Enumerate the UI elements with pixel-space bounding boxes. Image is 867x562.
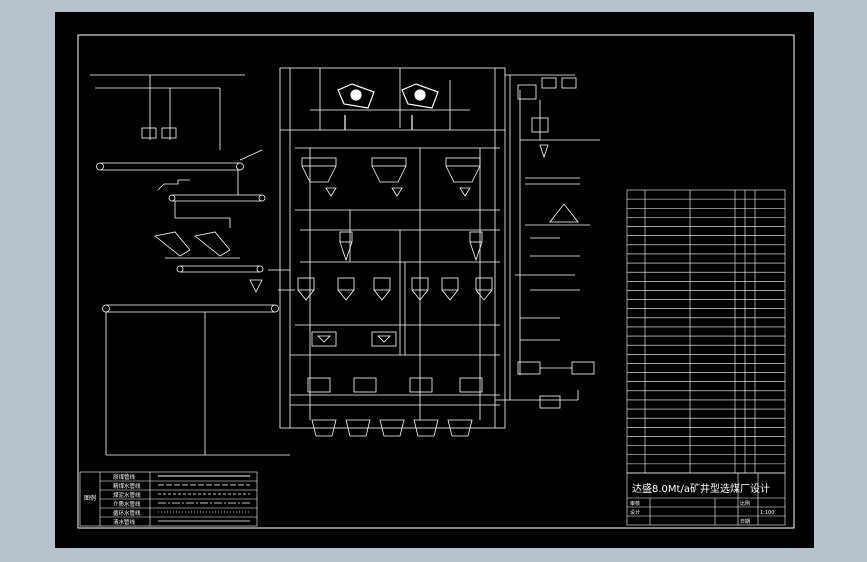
drawing-sheet bbox=[55, 12, 814, 548]
tank bbox=[517, 84, 537, 100]
tb-label-scale: 比例 bbox=[740, 500, 750, 507]
cone bbox=[539, 144, 549, 159]
tank bbox=[561, 77, 577, 89]
tb-label-review: 审核 bbox=[630, 500, 640, 507]
crusher-symbol bbox=[157, 179, 190, 191]
legend-item: 精煤水管线 bbox=[113, 482, 141, 490]
cone bbox=[249, 279, 263, 293]
legend-item: 循环水管线 bbox=[113, 509, 141, 517]
flotation-cell bbox=[297, 277, 493, 301]
hopper bbox=[161, 127, 177, 139]
tank bbox=[541, 77, 557, 89]
hopper bbox=[141, 127, 157, 139]
belt-conveyor bbox=[176, 265, 264, 273]
slime-water-section bbox=[495, 74, 600, 409]
belt-conveyor bbox=[168, 194, 266, 202]
legend: 图例 原煤管线 精煤水管线 煤泥水管线 介质水管线 循环水管线 清水管线 bbox=[79, 471, 258, 527]
drawing-title: 达盛8.0Mt/a矿井型选煤厂设计 bbox=[632, 482, 770, 495]
legend-item: 介质水管线 bbox=[113, 500, 141, 508]
process-section bbox=[279, 67, 506, 437]
clear-water-tank bbox=[539, 395, 561, 409]
raw-coal-section bbox=[90, 74, 295, 456]
dense-medium-cyclone bbox=[337, 83, 439, 130]
legend-side-label: 图例 bbox=[84, 494, 96, 502]
pump-sump bbox=[311, 419, 473, 437]
thickener bbox=[549, 203, 579, 223]
belt-conveyor bbox=[96, 162, 244, 171]
title-block: 达盛8.0Mt/a矿井型选煤厂设计 审核 设计 比例 1:100 日期 bbox=[626, 472, 786, 526]
legend-item: 煤泥水管线 bbox=[113, 491, 141, 499]
medium-sump bbox=[307, 377, 483, 393]
legend-item: 清水管线 bbox=[113, 518, 136, 526]
tank bbox=[531, 117, 549, 133]
equipment-list-table bbox=[626, 189, 786, 474]
tb-label-design: 设计 bbox=[630, 509, 640, 516]
legend-item: 原煤管线 bbox=[113, 473, 136, 481]
filter-press bbox=[311, 331, 397, 347]
screen bbox=[154, 231, 191, 257]
tb-label-date: 日期 bbox=[740, 519, 750, 525]
hopper-small bbox=[325, 187, 471, 197]
process-frame bbox=[279, 67, 506, 429]
screen bbox=[194, 231, 231, 257]
sheet-border bbox=[77, 34, 795, 529]
tb-scale-value: 1:100 bbox=[760, 510, 774, 516]
desliming-screen bbox=[301, 157, 481, 183]
classifying-cyclone bbox=[339, 231, 483, 262]
